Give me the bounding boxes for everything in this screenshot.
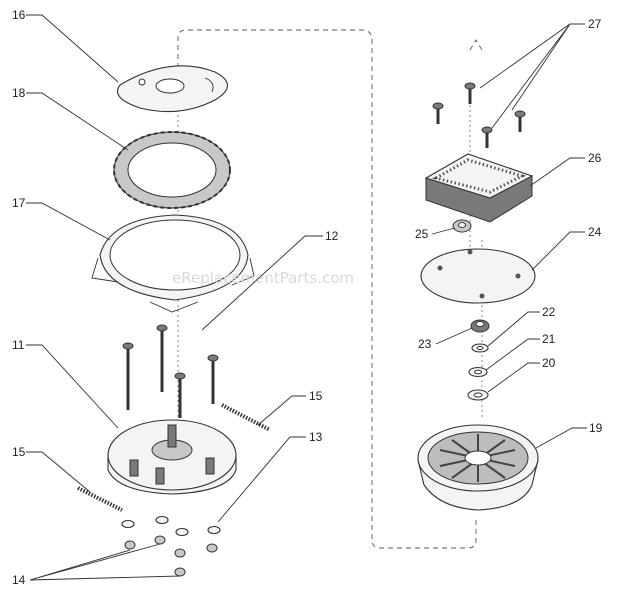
part-13-washers bbox=[121, 515, 221, 537]
part-12-screws bbox=[122, 324, 219, 418]
callout-24: 24 bbox=[588, 225, 602, 239]
part-15-springs bbox=[77, 403, 271, 512]
callout-14: 14 bbox=[12, 573, 26, 587]
part-21-washer bbox=[468, 366, 488, 378]
callout-25: 25 bbox=[415, 227, 429, 241]
assembly-path-dashed bbox=[177, 29, 483, 549]
callout-15-right: 15 bbox=[309, 389, 323, 403]
callout-21: 21 bbox=[542, 332, 556, 346]
callout-12: 12 bbox=[325, 229, 339, 243]
part-25-nut bbox=[452, 219, 472, 233]
part-19-pad-base bbox=[417, 424, 539, 511]
part-20-washer bbox=[467, 389, 489, 401]
part-22-washer bbox=[471, 343, 489, 353]
callout-20: 20 bbox=[542, 356, 556, 370]
part-17-housing bbox=[91, 214, 255, 313]
part-23-bearing bbox=[470, 319, 490, 333]
leader-lines bbox=[26, 14, 587, 581]
callout-23: 23 bbox=[418, 337, 432, 351]
callout-15-left: 15 bbox=[12, 445, 26, 459]
callout-16: 16 bbox=[12, 8, 26, 22]
callout-19: 19 bbox=[589, 421, 603, 435]
part-26-pad-block bbox=[424, 153, 534, 223]
callout-11: 11 bbox=[12, 338, 25, 352]
callout-13: 13 bbox=[309, 430, 323, 444]
part-27-screws bbox=[432, 82, 526, 148]
part-16-gasket bbox=[116, 65, 229, 113]
part-11-base bbox=[107, 419, 237, 495]
watermark-text: eReplacementParts.com bbox=[172, 269, 354, 287]
callout-22: 22 bbox=[542, 305, 556, 319]
callout-26: 26 bbox=[588, 151, 602, 165]
part-24-plate bbox=[420, 248, 536, 304]
part-14-nuts bbox=[124, 535, 218, 577]
callout-18: 18 bbox=[12, 86, 26, 100]
part-18-serrated-ring bbox=[113, 131, 231, 209]
callout-labels: 16 18 17 12 11 15 15 13 14 27 26 25 24 2… bbox=[12, 8, 603, 587]
callout-17: 17 bbox=[12, 196, 26, 210]
callout-27: 27 bbox=[588, 17, 602, 31]
